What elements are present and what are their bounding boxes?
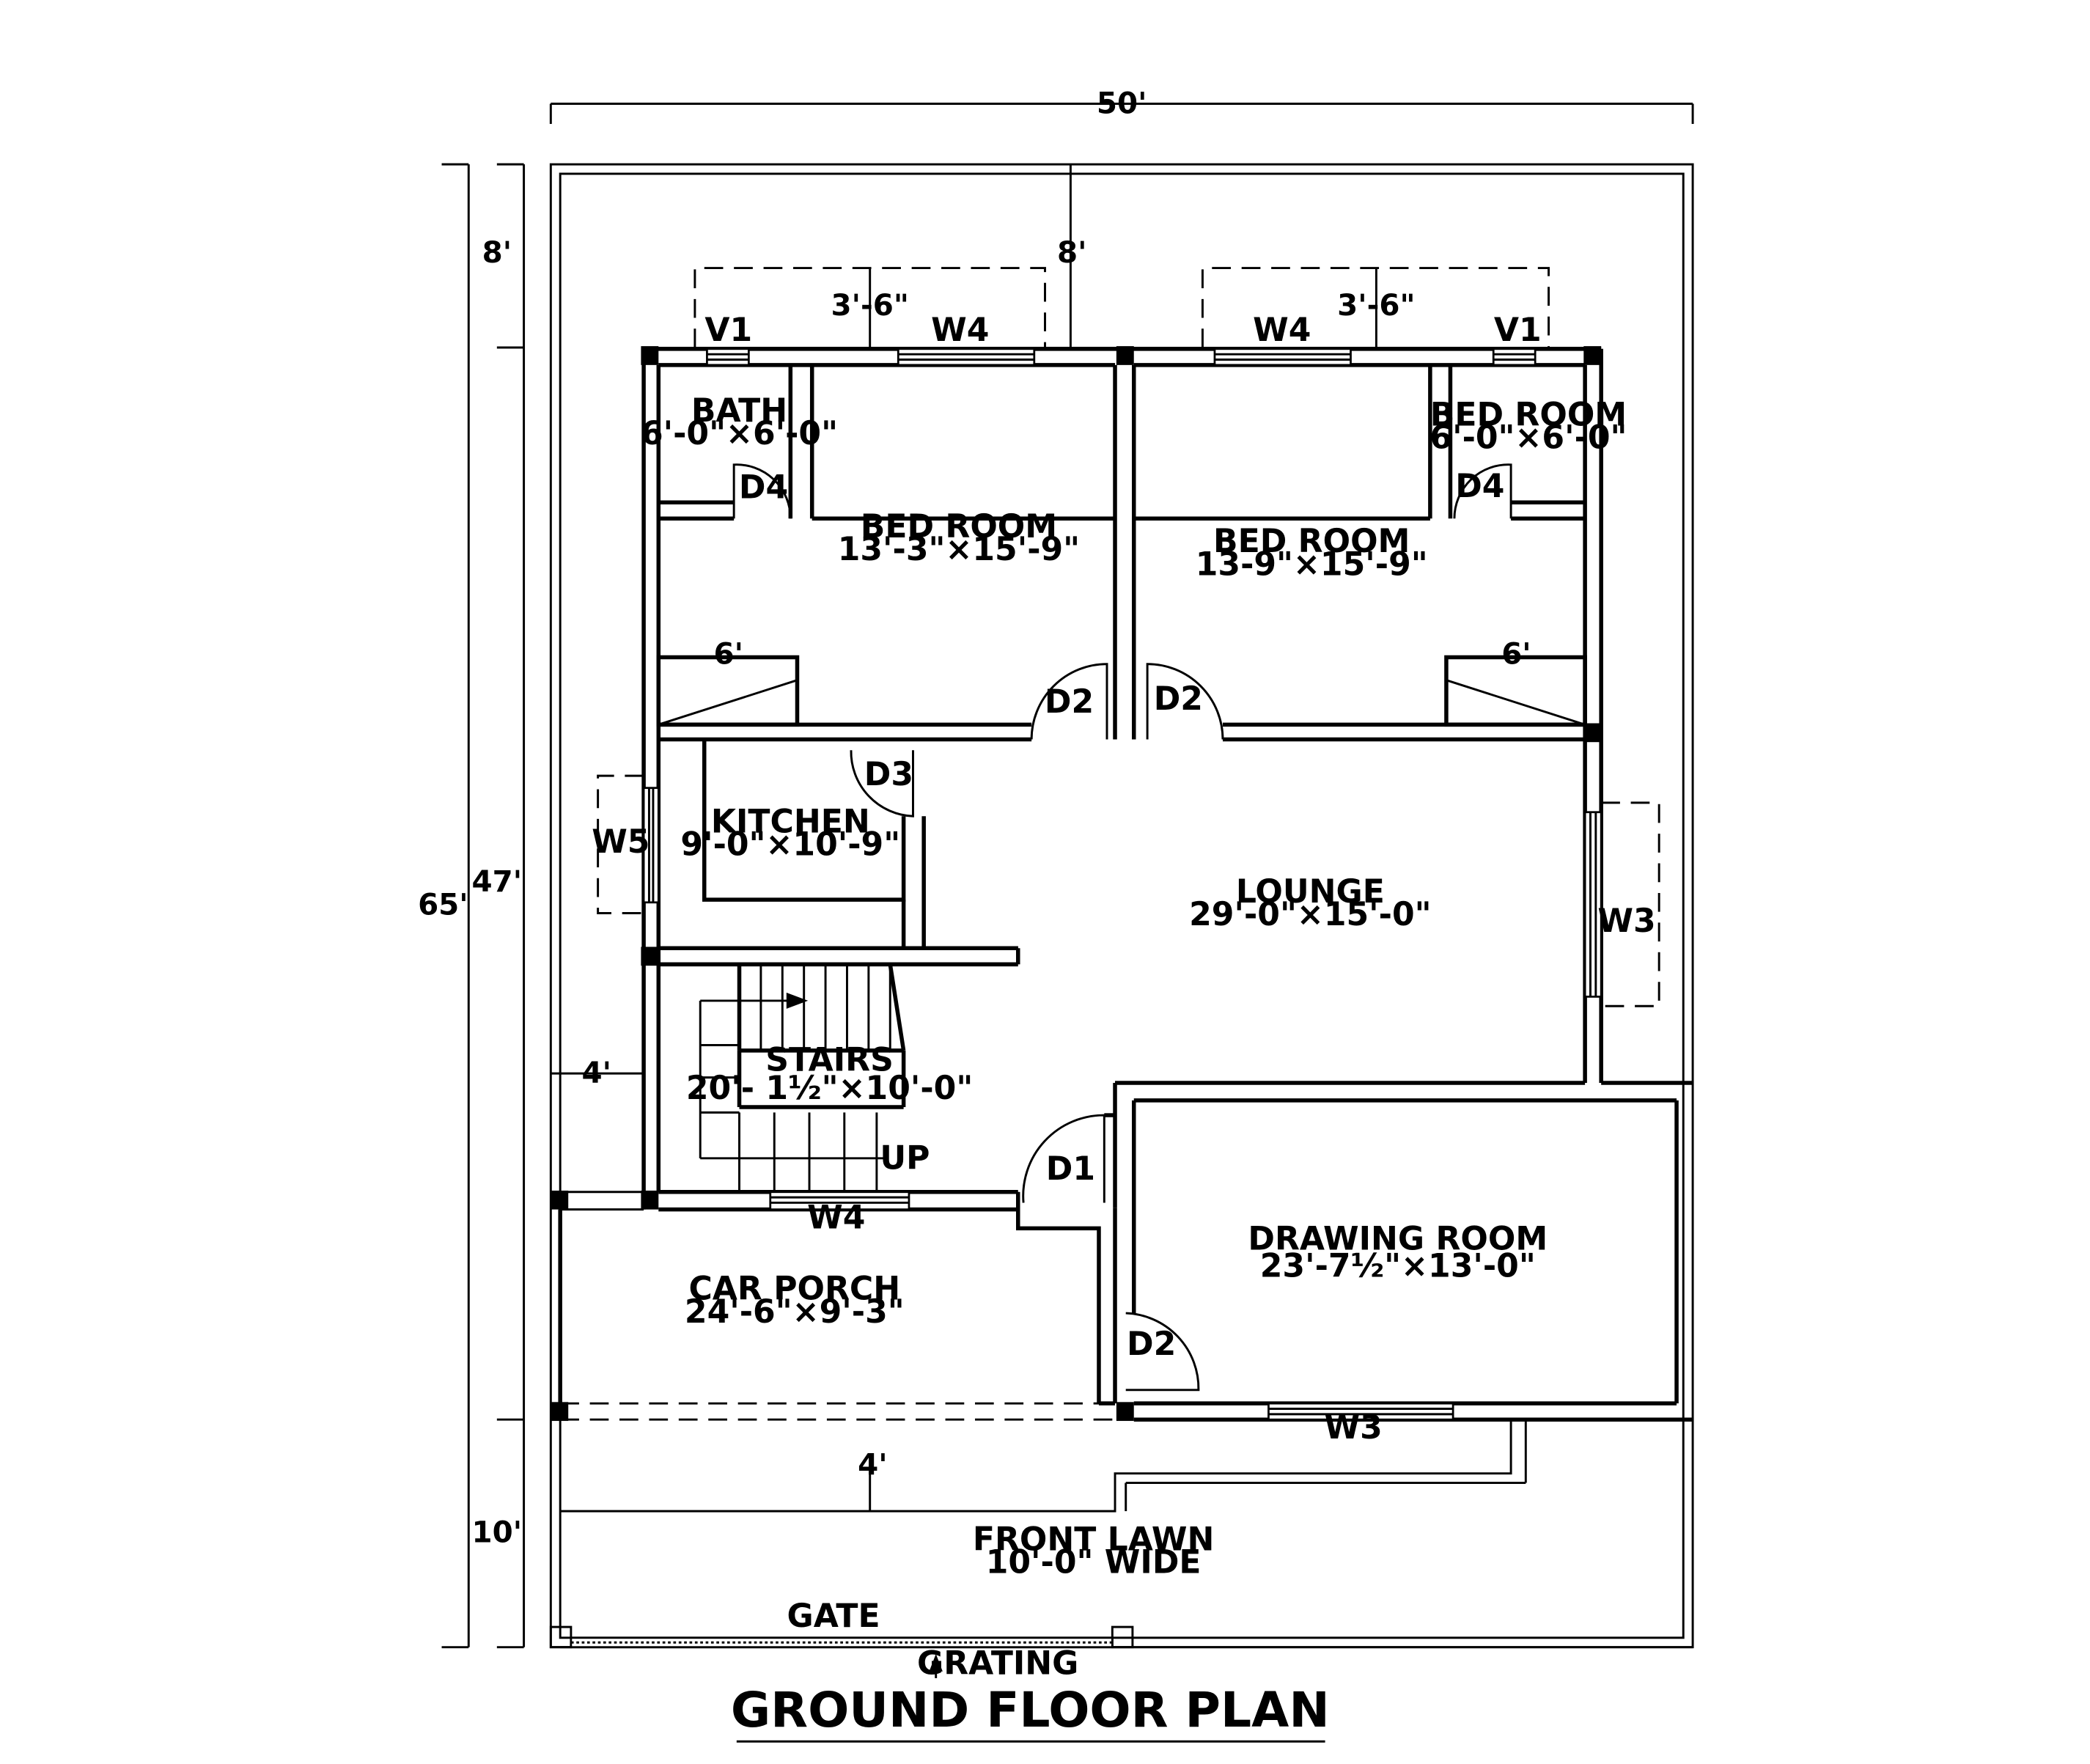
label-d1: D1 <box>1046 1150 1095 1188</box>
room-size-stairs: 20'- 1½"×10'-0" <box>686 1070 973 1107</box>
label-w3-lounge: W3 <box>1597 903 1655 940</box>
windows <box>642 348 1603 1421</box>
room-size-kitchen: 9'-0"×10'-9" <box>680 826 900 864</box>
dim-front-setback: 10' <box>472 1514 523 1549</box>
room-name-bedroom-left: BED ROOM <box>861 508 1057 545</box>
room-name-bath: BATH <box>691 392 787 430</box>
label-w4-stairs: W4 <box>807 1199 865 1236</box>
room-name-stairs: STAIRS <box>765 1041 894 1078</box>
room-labels: BATH 6'-0"×6'-0" BED ROOM 6'-0"×6'-0" BE… <box>641 392 1627 1581</box>
label-d2-drawing: D2 <box>1127 1326 1176 1363</box>
opening-labels: V1 W4 W4 V1 D4 D4 D2 D2 D3 W5 W3 D1 W4 D… <box>592 312 1656 1683</box>
room-name-lounge: LOUNGE <box>1236 873 1385 911</box>
dim-back-setback-inner: 8' <box>1057 235 1087 270</box>
room-size-front-lawn: 10'-0" WIDE <box>986 1544 1202 1581</box>
label-w3-drawing: W3 <box>1325 1409 1383 1447</box>
stairs-up-label: UP <box>880 1140 930 1177</box>
label-v1-right: V1 <box>1494 312 1542 349</box>
dim-total-width: 50' <box>1097 85 1147 120</box>
dimension-lines <box>441 103 1694 1649</box>
room-size-drawing-room: 23'-7½"×13'-0" <box>1260 1247 1536 1285</box>
label-d2-left: D2 <box>1045 683 1094 721</box>
plot-boundary <box>549 163 1694 1649</box>
room-name-car-porch: CAR PORCH <box>688 1271 900 1308</box>
room-name-front-lawn: FRONT LAWN <box>973 1521 1215 1558</box>
label-w4-right: W4 <box>1253 312 1311 349</box>
dim-back-setback: 8' <box>482 235 512 270</box>
window-projections <box>597 267 1660 1007</box>
dim-side-passage: 4' <box>582 1055 611 1090</box>
label-v1-left: V1 <box>704 312 752 349</box>
dim-building-depth: 47' <box>472 864 523 899</box>
label-w5: W5 <box>592 823 650 861</box>
dim-total-depth: 65' <box>418 886 468 922</box>
room-name-drawing-room: DRAWING ROOM <box>1248 1221 1548 1258</box>
room-name-bedroom-small: BED ROOM <box>1430 397 1627 434</box>
label-d3: D3 <box>864 756 913 793</box>
room-name-bedroom-right: BED ROOM <box>1213 523 1410 560</box>
dim-wardrobe-right: 6' <box>1501 636 1531 672</box>
room-size-bath: 6'-0"×6'-0" <box>641 415 838 452</box>
room-size-bedroom-left: 13'-3"×15'-9" <box>838 531 1080 568</box>
label-w4-left: W4 <box>931 312 989 349</box>
plan-title-group: GROUND FLOOR PLAN <box>731 1682 1330 1743</box>
room-size-car-porch: 24'-6"×9'-3" <box>685 1293 905 1331</box>
room-size-lounge: 29'-0"×15'-0" <box>1189 896 1431 933</box>
room-name-kitchen: KITCHEN <box>711 803 870 840</box>
columns <box>549 346 1602 1649</box>
dim-wardrobe-left: 6' <box>714 636 744 672</box>
label-d2-right: D2 <box>1154 680 1203 718</box>
label-grating: GRATING <box>917 1644 1078 1682</box>
room-size-bedroom-right: 13-9"×15'-9" <box>1196 545 1428 583</box>
label-gate: GATE <box>787 1598 880 1635</box>
building-walls <box>558 347 1693 1649</box>
doors <box>732 463 1512 1392</box>
dim-front-passage: 4' <box>858 1447 888 1482</box>
stairs-treads <box>699 963 906 1192</box>
gate-grating <box>570 1636 1114 1678</box>
label-d4-left: D4 <box>739 469 788 507</box>
plan-title: GROUND FLOOR PLAN <box>731 1682 1330 1738</box>
dimension-labels: 50' 65' 8' 47' 10' 8' 4' 4' 3'-6" 3'-6" … <box>418 85 1531 1549</box>
label-d4-right: D4 <box>1455 468 1504 505</box>
room-size-bedroom-small: 6'-0"×6'-0" <box>1429 419 1627 457</box>
